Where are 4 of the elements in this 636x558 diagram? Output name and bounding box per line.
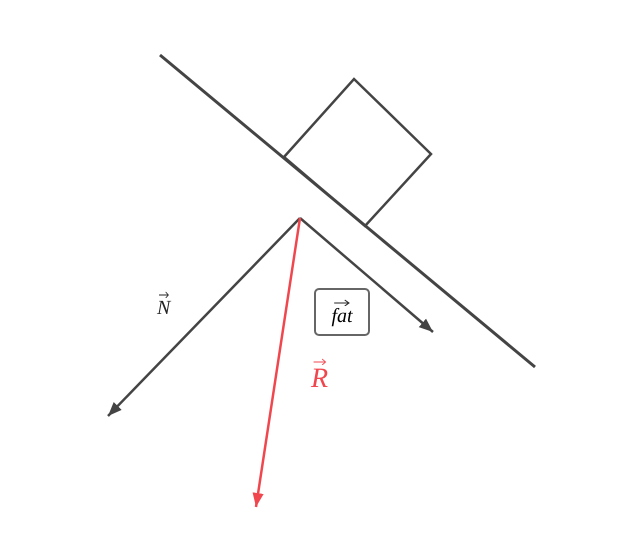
force-label: fat [331,298,353,326]
force-label-box [314,288,370,336]
force-label: R [311,357,328,393]
force-label: N [157,290,170,318]
